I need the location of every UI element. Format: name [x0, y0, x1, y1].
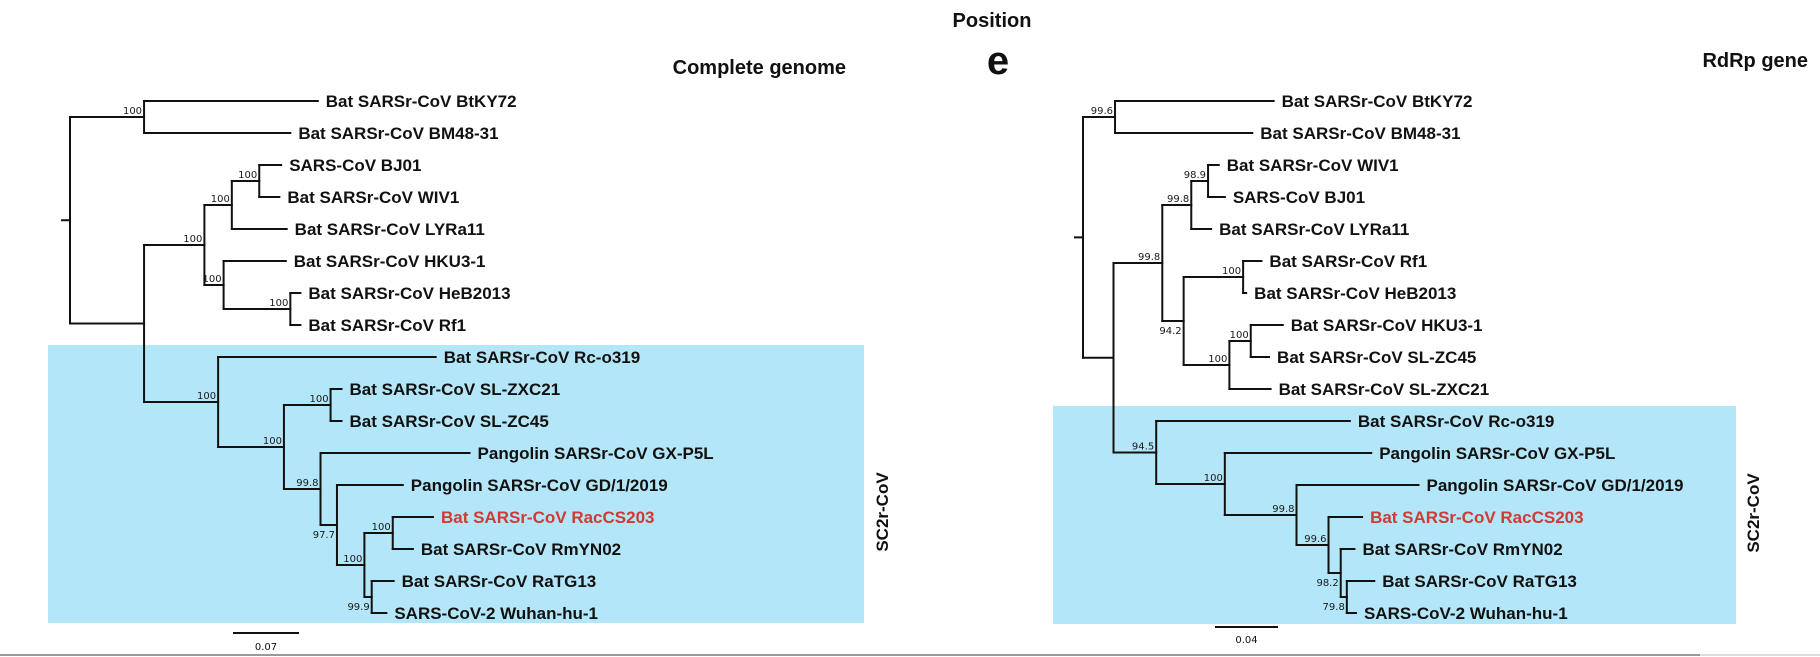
taxon-label-bat-sarsr-cov-lyra11: Bat SARSr-CoV LYRa11 — [1219, 220, 1409, 239]
taxon-label-bat-sarsr-cov-rmyn02: Bat SARSr-CoV RmYN02 — [421, 540, 621, 559]
taxon-label-bat-sarsr-cov-lyra11: Bat SARSr-CoV LYRa11 — [295, 220, 485, 239]
taxon-label-bat-sarsr-cov-ratg13: Bat SARSr-CoV RaTG13 — [402, 572, 597, 591]
bootstrap-value: 100 — [203, 274, 222, 285]
bootstrap-value: 79.8 — [1323, 602, 1345, 613]
left-clade-highlight — [48, 345, 864, 623]
taxon-label-bat-sarsr-cov-wiv1: Bat SARSr-CoV WIV1 — [1227, 156, 1399, 175]
bootstrap-value: 100 — [211, 194, 230, 205]
bootstrap-value: 100 — [183, 234, 202, 245]
taxon-label-bat-sarsr-cov-bm48-31: Bat SARSr-CoV BM48-31 — [298, 124, 498, 143]
taxon-label-bat-sarsr-cov-raccs203: Bat SARSr-CoV RacCS203 — [441, 508, 655, 527]
taxon-label-bat-sarsr-cov-bm48-31: Bat SARSr-CoV BM48-31 — [1260, 124, 1460, 143]
taxon-label-bat-sarsr-cov-hku3-1: Bat SARSr-CoV HKU3-1 — [294, 252, 486, 271]
bootstrap-value: 100 — [1208, 354, 1227, 365]
taxon-label-bat-sarsr-cov-ratg13: Bat SARSr-CoV RaTG13 — [1382, 572, 1577, 591]
right-tree-title: RdRp gene — [1702, 50, 1808, 72]
bootstrap-value: 100 — [343, 554, 362, 565]
taxon-label-sars-cov-2-wuhan-hu-1: SARS-CoV-2 Wuhan-hu-1 — [1364, 604, 1568, 623]
right-clade-highlight — [1053, 406, 1736, 624]
bootstrap-value: 100 — [238, 170, 257, 181]
bootstrap-value: 99.8 — [1272, 504, 1294, 515]
taxon-label-bat-sarsr-cov-rc-o319: Bat SARSr-CoV Rc-o319 — [444, 348, 641, 367]
bootstrap-value: 100 — [1222, 266, 1241, 277]
bootstrap-value: 100 — [123, 106, 142, 117]
left-scale-bar: 0.07 — [233, 632, 299, 653]
taxon-label-sars-cov-bj01: SARS-CoV BJ01 — [289, 156, 421, 175]
bootstrap-value: 99.8 — [1167, 194, 1189, 205]
bootstrap-value: 98.9 — [1184, 170, 1206, 181]
taxon-label-pangolin-sarsr-cov-gx-p5l: Pangolin SARSr-CoV GX-P5L — [478, 444, 714, 463]
bootstrap-value: 99.8 — [1138, 252, 1160, 263]
bootstrap-value: 98.2 — [1316, 578, 1338, 589]
bootstrap-value: 99.6 — [1304, 534, 1326, 545]
bootstrap-value: 100 — [1230, 330, 1249, 341]
position-heading: Position — [953, 10, 1032, 32]
taxon-label-bat-sarsr-cov-rc-o319: Bat SARSr-CoV Rc-o319 — [1358, 412, 1555, 431]
taxon-label-bat-sarsr-cov-hku3-1: Bat SARSr-CoV HKU3-1 — [1291, 316, 1483, 335]
taxon-label-bat-sarsr-cov-sl-zc45: Bat SARSr-CoV SL-ZC45 — [350, 412, 549, 431]
taxon-label-bat-sarsr-cov-heb2013: Bat SARSr-CoV HeB2013 — [1254, 284, 1456, 303]
taxon-label-bat-sarsr-cov-rmyn02: Bat SARSr-CoV RmYN02 — [1362, 540, 1562, 559]
bootstrap-value: 94.2 — [1159, 326, 1181, 337]
taxon-label-bat-sarsr-cov-sl-zxc21: Bat SARSr-CoV SL-ZXC21 — [350, 380, 561, 399]
taxon-label-bat-sarsr-cov-btky72: Bat SARSr-CoV BtKY72 — [326, 92, 517, 111]
taxon-label-bat-sarsr-cov-raccs203: Bat SARSr-CoV RacCS203 — [1370, 508, 1584, 527]
taxon-label-pangolin-sarsr-cov-gd-1-2019: Pangolin SARSr-CoV GD/1/2019 — [411, 476, 668, 495]
taxon-label-bat-sarsr-cov-wiv1: Bat SARSr-CoV WIV1 — [287, 188, 459, 207]
bootstrap-value: 99.6 — [1091, 106, 1113, 117]
taxon-label-pangolin-sarsr-cov-gx-p5l: Pangolin SARSr-CoV GX-P5L — [1379, 444, 1615, 463]
taxon-label-bat-sarsr-cov-sl-zc45: Bat SARSr-CoV SL-ZC45 — [1277, 348, 1476, 367]
bootstrap-value: 94.5 — [1132, 442, 1154, 453]
left-clade-label: SC2r-CoV — [873, 472, 892, 552]
bootstrap-value: 100 — [309, 394, 328, 405]
taxon-label-bat-sarsr-cov-sl-zxc21: Bat SARSr-CoV SL-ZXC21 — [1279, 380, 1490, 399]
bootstrap-value: 97.7 — [313, 530, 335, 541]
taxon-label-sars-cov-bj01: SARS-CoV BJ01 — [1233, 188, 1365, 207]
bootstrap-value: 100 — [197, 391, 216, 402]
bootstrap-value: 100 — [269, 298, 288, 309]
bootstrap-value: 100 — [372, 522, 391, 533]
bootstrap-value: 99.9 — [347, 602, 369, 613]
bootstrap-value: 100 — [1204, 473, 1223, 484]
bootstrap-value: 99.8 — [296, 478, 318, 489]
taxon-label-bat-sarsr-cov-heb2013: Bat SARSr-CoV HeB2013 — [308, 284, 510, 303]
taxon-label-bat-sarsr-cov-rf1: Bat SARSr-CoV Rf1 — [308, 316, 466, 335]
taxon-label-bat-sarsr-cov-btky72: Bat SARSr-CoV BtKY72 — [1282, 92, 1473, 111]
right-scale-bar: 0.04 — [1215, 626, 1278, 646]
left-tree-title: Complete genome — [673, 57, 846, 79]
taxon-label-bat-sarsr-cov-rf1: Bat SARSr-CoV Rf1 — [1269, 252, 1427, 271]
left-scale-bar-label: 0.07 — [255, 642, 277, 653]
taxon-label-sars-cov-2-wuhan-hu-1: SARS-CoV-2 Wuhan-hu-1 — [394, 604, 598, 623]
taxon-label-pangolin-sarsr-cov-gd-1-2019: Pangolin SARSr-CoV GD/1/2019 — [1427, 476, 1684, 495]
right-clade-label: SC2r-CoV — [1744, 473, 1763, 553]
right-scale-bar-label: 0.04 — [1235, 635, 1257, 646]
bootstrap-value: 100 — [263, 436, 282, 447]
panel-letter: e — [987, 39, 1009, 83]
